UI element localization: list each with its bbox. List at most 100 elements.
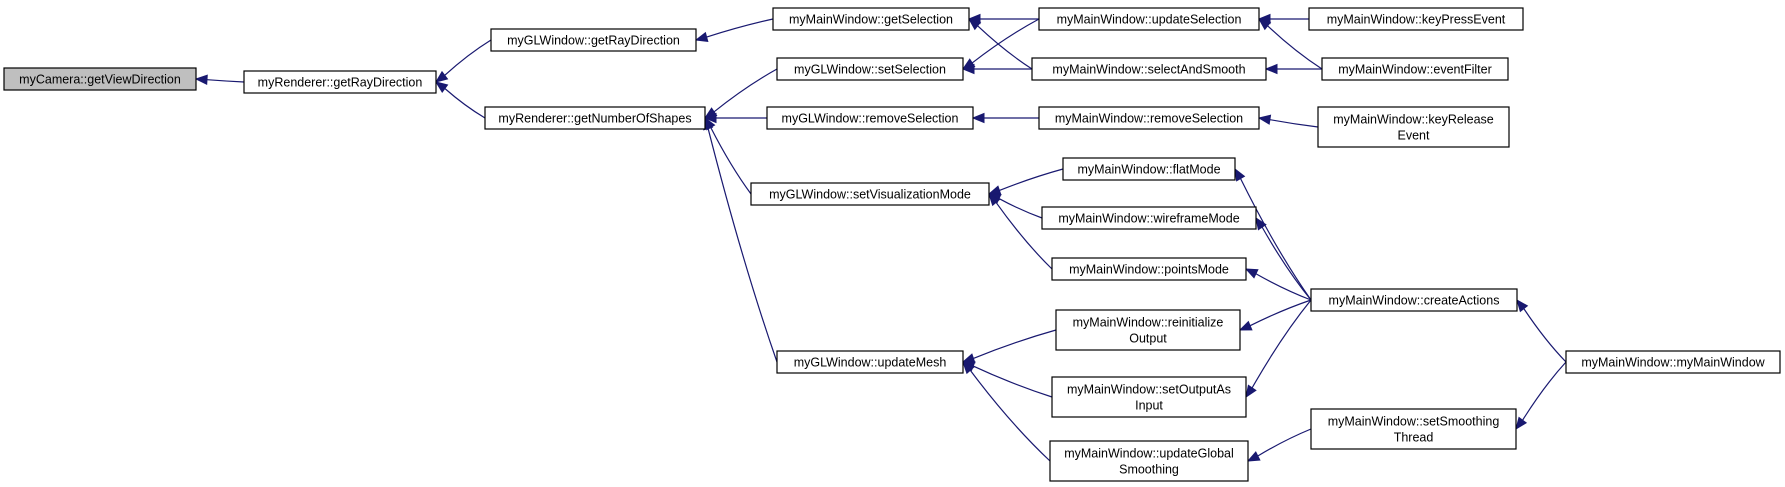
edge-mw_getSelection-to-gl_getRayDirection xyxy=(694,18,774,43)
edge-line xyxy=(206,79,245,83)
node-label: myMainWindow::removeSelection xyxy=(1055,112,1243,126)
node-mw_removeSelection[interactable]: myMainWindow::removeSelection xyxy=(1038,106,1260,130)
edge-mw_eventFilter-to-mw_selectAndSmooth xyxy=(1264,63,1322,75)
node-box xyxy=(1055,309,1241,351)
node-box xyxy=(1049,440,1249,482)
node-label: myGLWindow::setSelection xyxy=(794,63,946,77)
edge-arrowhead xyxy=(1257,114,1272,125)
node-box xyxy=(490,28,697,52)
edges-layer xyxy=(194,13,1567,462)
node-mw_wireframeMode[interactable]: myMainWindow::wireframeMode xyxy=(1041,206,1257,230)
edge-line xyxy=(1267,25,1323,70)
edge-line xyxy=(995,202,1053,270)
node-gl_setSelection[interactable]: myGLWindow::setSelection xyxy=(776,57,964,81)
node-label: myMainWindow::getSelection xyxy=(789,13,953,27)
edge-mw_myMainWindow-to-mw_createActions xyxy=(1516,298,1567,363)
edge-line xyxy=(1255,273,1312,301)
edge-arrowhead xyxy=(987,185,1002,196)
edge-line xyxy=(1522,361,1567,421)
edge-mw_selectAndSmooth-to-mw_getSelection xyxy=(967,18,1033,70)
edge-line xyxy=(1523,308,1567,363)
node-box xyxy=(1051,376,1247,418)
edge-arrowhead xyxy=(971,112,985,124)
node-ren_getRayDirection[interactable]: myRenderer::getRayDirection xyxy=(243,70,437,94)
edge-line xyxy=(444,88,486,119)
node-gl_removeSelection[interactable]: myGLWindow::removeSelection xyxy=(766,106,974,130)
edge-mw_myMainWindow-to-mw_setSmoothingThread xyxy=(1515,361,1567,431)
node-mw_pointsMode[interactable]: myMainWindow::pointsMode xyxy=(1051,257,1247,281)
node-gl_updateMesh[interactable]: myGLWindow::updateMesh xyxy=(776,350,964,374)
edge-mw_keyReleaseEvent-to-mw_removeSelection xyxy=(1257,114,1319,128)
node-cam_getViewDirection[interactable]: myCamera::getViewDirection xyxy=(3,67,197,91)
node-box xyxy=(776,350,964,374)
node-label: myMainWindow::keyRelease xyxy=(1333,113,1494,127)
edge-mw_wireframeMode-to-gl_setVisualizationMode xyxy=(987,193,1043,219)
edge-arrowhead xyxy=(1257,18,1272,31)
edge-mw_eventFilter-to-mw_updateSelection xyxy=(1257,18,1323,70)
node-gl_getRayDirection[interactable]: myGLWindow::getRayDirection xyxy=(490,28,697,52)
node-box xyxy=(3,67,197,91)
edge-line xyxy=(972,365,1053,398)
node-mw_getSelection[interactable]: myMainWindow::getSelection xyxy=(772,7,970,31)
edge-line xyxy=(999,168,1064,192)
node-label: myRenderer::getNumberOfShapes xyxy=(498,112,691,126)
edge-arrowhead xyxy=(988,192,1001,207)
node-box xyxy=(1051,257,1247,281)
node-box xyxy=(1062,157,1236,181)
edge-arrowhead xyxy=(1264,63,1278,75)
node-mw_selectAndSmooth[interactable]: myMainWindow::selectAndSmooth xyxy=(1031,57,1267,81)
edge-arrowhead xyxy=(1244,268,1259,279)
edge-mw_createActions-to-mw_setOutputAsInput xyxy=(1245,299,1312,399)
edge-mw_createActions-to-mw_wireframeMode xyxy=(1255,216,1312,301)
node-box xyxy=(1031,57,1267,81)
edge-line xyxy=(998,198,1043,219)
node-label: myMainWindow::myMainWindow xyxy=(1581,356,1765,370)
node-box xyxy=(1317,106,1510,148)
edge-line xyxy=(444,39,492,76)
node-box xyxy=(1041,206,1257,230)
node-label: myMainWindow::flatMode xyxy=(1077,163,1220,177)
node-label: Smoothing xyxy=(1119,463,1179,477)
node-box xyxy=(1038,106,1260,130)
edge-line xyxy=(1257,428,1312,457)
node-mw_updateSelection[interactable]: myMainWindow::updateSelection xyxy=(1038,7,1260,31)
node-label: myMainWindow::wireframeMode xyxy=(1058,212,1239,226)
node-box xyxy=(776,57,964,81)
edge-arrowhead xyxy=(1246,451,1261,462)
edge-arrowhead xyxy=(961,63,975,75)
edge-arrowhead xyxy=(703,112,717,124)
edge-line xyxy=(710,127,752,195)
edge-mw_reinitializeOutput-to-gl_updateMesh xyxy=(961,329,1057,364)
node-mw_flatMode[interactable]: myMainWindow::flatMode xyxy=(1062,157,1236,181)
node-mw_myMainWindow[interactable]: myMainWindow::myMainWindow xyxy=(1565,350,1781,374)
edge-line xyxy=(977,25,1033,70)
node-mw_eventFilter[interactable]: myMainWindow::eventFilter xyxy=(1321,57,1509,81)
edge-arrowhead xyxy=(1255,216,1267,231)
edge-arrowhead xyxy=(1515,416,1528,431)
node-label: Event xyxy=(1398,129,1430,143)
node-ren_getNumberOfShapes[interactable]: myRenderer::getNumberOfShapes xyxy=(484,106,706,130)
node-mw_keyPressEvent[interactable]: myMainWindow::keyPressEvent xyxy=(1308,7,1524,31)
edge-arrowhead xyxy=(1516,298,1529,313)
edge-gl_setSelection-to-ren_getNumberOfShapes xyxy=(703,68,778,119)
node-mw_createActions[interactable]: myMainWindow::createActions xyxy=(1310,288,1518,312)
edge-line xyxy=(971,18,1040,64)
node-label: myGLWindow::removeSelection xyxy=(782,112,959,126)
edge-mw_createActions-to-mw_flatMode xyxy=(1234,167,1312,301)
edge-line xyxy=(973,329,1057,359)
edge-gl_removeSelection-to-ren_getNumberOfShapes xyxy=(703,112,767,124)
edge-line xyxy=(707,128,778,363)
edge-arrowhead xyxy=(434,81,449,94)
edge-arrowhead xyxy=(1234,167,1246,182)
node-gl_setVisualizationMode[interactable]: myGLWindow::setVisualizationMode xyxy=(750,182,990,206)
edge-gl_updateMesh-to-ren_getNumberOfShapes xyxy=(703,116,778,363)
node-label: myMainWindow::pointsMode xyxy=(1069,263,1229,277)
node-label: myMainWindow::setOutputAs xyxy=(1067,383,1231,397)
